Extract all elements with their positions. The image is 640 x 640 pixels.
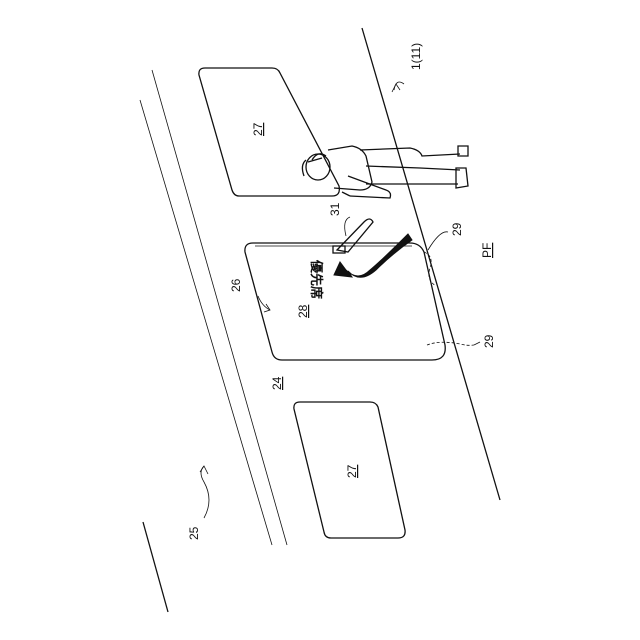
label-side: 25 bbox=[187, 526, 201, 540]
label-window-lower: 27 bbox=[345, 464, 359, 478]
label-gap-upper: 29 bbox=[450, 222, 464, 236]
label-handle: 31 bbox=[328, 202, 342, 216]
leader-handle bbox=[345, 217, 350, 236]
window-upper bbox=[199, 68, 339, 196]
label-window-upper: 27 bbox=[251, 122, 265, 136]
label-train: 1(11) bbox=[409, 43, 423, 70]
leader-train-arrowhead bbox=[392, 84, 400, 92]
label-door-area: 26 bbox=[229, 278, 243, 292]
label-platform: PF bbox=[480, 243, 494, 258]
label-body: 24 bbox=[270, 376, 284, 390]
leader-gap-upper bbox=[428, 232, 448, 250]
car-end-line bbox=[143, 522, 168, 612]
label-gap-lower: 29 bbox=[482, 334, 496, 348]
leader-gap-lower bbox=[474, 342, 480, 345]
label-door: 28 bbox=[296, 304, 310, 318]
door-panel bbox=[245, 243, 445, 360]
label-priority-seat: 優先席 bbox=[308, 259, 324, 299]
